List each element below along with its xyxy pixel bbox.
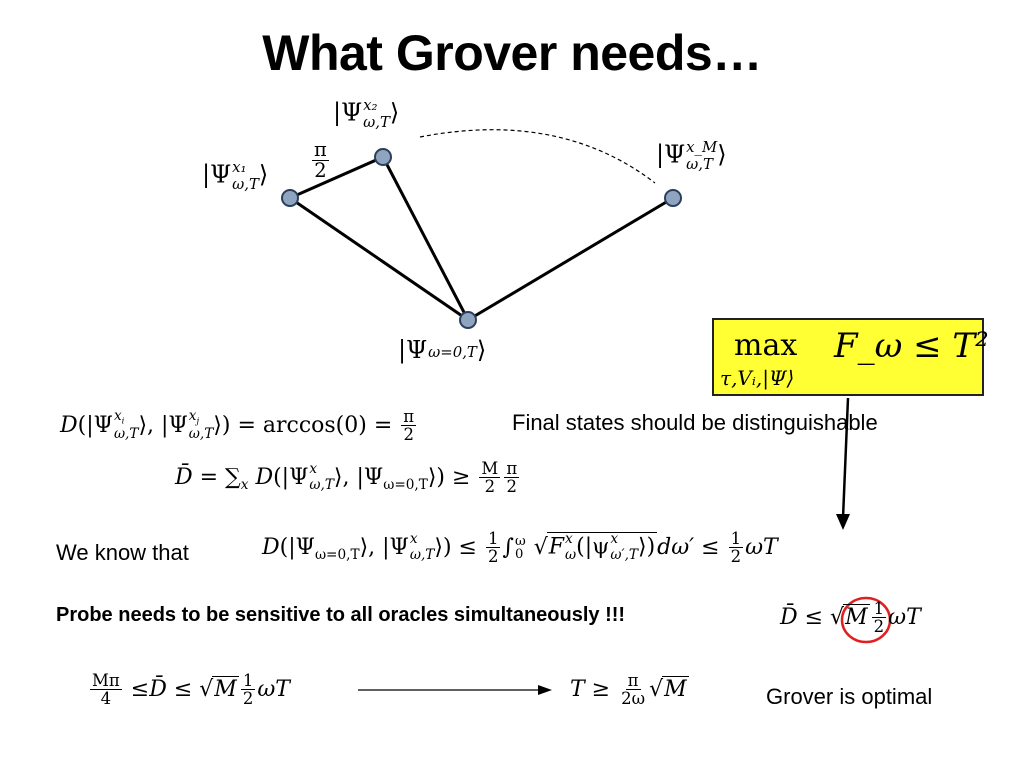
we-know-text: We know that xyxy=(56,540,189,565)
dashed-arc xyxy=(419,129,656,184)
probe-text: Probe needs to be sensitive to all oracl… xyxy=(56,604,626,626)
edge-zero-xM xyxy=(467,196,674,322)
edge-x1-zero xyxy=(289,196,469,322)
edge-x1-x2 xyxy=(289,155,384,200)
node-x2 xyxy=(374,148,392,166)
grover-optimal-text: Grover is optimal xyxy=(766,684,933,709)
edge-x2-zero xyxy=(381,156,470,321)
arrow-implies-head xyxy=(538,685,552,695)
max-rhs: F_ω ≤ T² xyxy=(834,326,989,366)
distinguish-text: Final states should be distinguishable xyxy=(512,410,878,435)
highlight-circle xyxy=(840,596,892,644)
node-xM xyxy=(664,189,682,207)
arrow-max-line xyxy=(841,397,850,519)
slide-title: What Grover needs… xyxy=(262,25,762,81)
max-operator: max xyxy=(734,328,798,363)
arrow-max-head xyxy=(836,514,850,530)
max-limits: τ,Vᵢ,|Ψ⟩ xyxy=(720,366,795,390)
max-box: max τ,Vᵢ,|Ψ⟩ F_ω ≤ T² xyxy=(712,318,989,396)
node-zero xyxy=(459,311,477,329)
node-x1 xyxy=(281,189,299,207)
